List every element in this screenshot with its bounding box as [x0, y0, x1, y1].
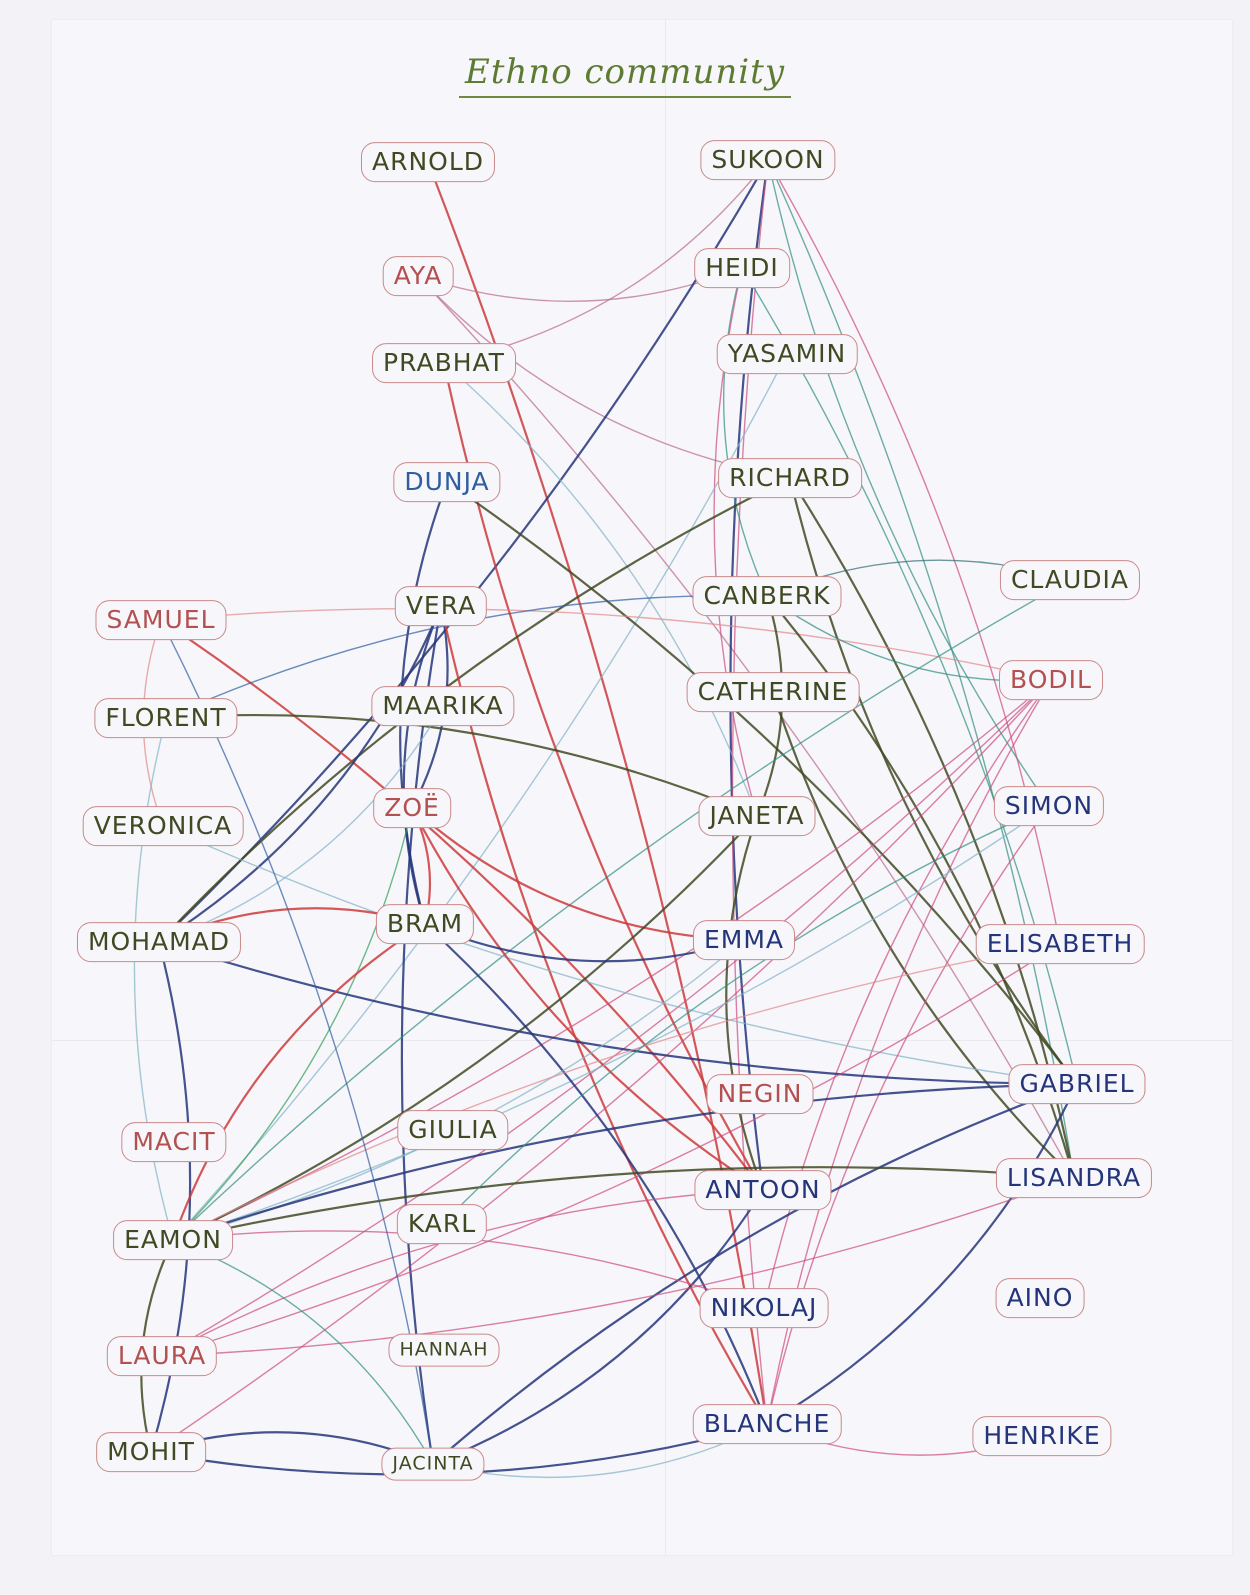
node-antoon: ANTOON: [694, 1170, 832, 1210]
edge-zoe-eamon: [172, 807, 413, 1241]
edge-elisabeth-laura: [161, 943, 1061, 1357]
node-lisandra: LISANDRA: [995, 1158, 1153, 1198]
edge-catherine-lisandra: [771, 690, 1076, 1180]
node-yasamin: YASAMIN: [716, 334, 858, 374]
edge-gabriel-jacinta: [431, 1082, 1079, 1466]
edge-richard-gabriel: [788, 476, 1079, 1086]
edge-gabriel-blanche: [765, 1082, 1079, 1426]
edge-yasamin-eamon: [172, 353, 788, 1241]
edge-bram-blanche: [423, 922, 769, 1426]
node-eamon: EAMON: [113, 1220, 233, 1260]
node-samuel: SAMUEL: [95, 600, 227, 640]
node-mohit: MOHIT: [96, 1432, 206, 1472]
node-catherine: CATHERINE: [686, 672, 860, 712]
node-vera: VERA: [394, 586, 488, 626]
edge-florent-eamon: [133, 717, 174, 1241]
node-bram: BRAM: [375, 904, 475, 944]
edge-sukoon-simon: [767, 159, 1050, 807]
edge-antoon-jacinta: [431, 1188, 765, 1466]
node-richard: RICHARD: [718, 458, 862, 498]
node-karl: KARL: [396, 1204, 488, 1244]
node-dunja: DUNJA: [393, 462, 501, 502]
edge-vera-mohamad: [157, 604, 443, 944]
edge-janeta-eamon: [171, 814, 759, 1242]
node-gabriel: GABRIEL: [1008, 1064, 1146, 1104]
node-elisabeth: ELISABETH: [975, 924, 1145, 964]
node-hannah: HANNAH: [388, 1333, 500, 1367]
edge-bodil-eamon: [172, 679, 1052, 1241]
edge-sukoon-lisandra: [767, 159, 1075, 1179]
edge-gabriel-eamon: [171, 1082, 1079, 1242]
edge-heidi-canberk: [723, 267, 768, 597]
edge-karl-simon: [441, 805, 1050, 1225]
node-claudia: CLAUDIA: [999, 560, 1141, 600]
edge-richard-mohamad: [157, 476, 792, 944]
node-veronica: VERONICA: [82, 806, 244, 846]
edge-bodil-nikolaj: [763, 679, 1052, 1309]
node-bodil: BODIL: [999, 660, 1103, 700]
edge-emma-eamon: [172, 939, 745, 1241]
node-henrike: HENRIKE: [972, 1416, 1112, 1456]
edge-samuel-bodil: [160, 607, 1052, 681]
edge-prabhat-janeta: [443, 362, 758, 817]
node-arnold: ARNOLD: [360, 142, 496, 182]
node-macit: MACIT: [121, 1122, 227, 1162]
node-canberk: CANBERK: [692, 576, 842, 616]
edge-mohamad-gabriel: [157, 940, 1079, 1086]
node-simon: SIMON: [993, 786, 1105, 826]
diagram-title: Ethno community: [0, 52, 1250, 98]
edge-lisandra-laura: [161, 1177, 1075, 1357]
edge-simon-eamon: [172, 805, 1050, 1241]
node-aya: AYA: [382, 256, 454, 296]
edge-bodil-laura: [161, 679, 1052, 1357]
edge-claudia-eamon: [172, 579, 1071, 1241]
node-zoe: ZOË: [373, 788, 451, 828]
node-negin: NEGIN: [706, 1074, 814, 1114]
edge-bodil-mohit: [150, 679, 1052, 1453]
node-janeta: JANETA: [698, 796, 816, 836]
node-mohamad: MOHAMAD: [76, 922, 242, 962]
node-aino: AINO: [995, 1278, 1085, 1318]
node-heidi: HEIDI: [694, 248, 790, 288]
fold-line-vertical: [665, 20, 666, 1555]
edge-dunja-gabriel: [445, 480, 1079, 1086]
node-emma: EMMA: [692, 920, 796, 960]
node-blanche: BLANCHE: [692, 1404, 842, 1444]
edge-veronica-gabriel: [162, 825, 1078, 1085]
edge-bram-eamon: [171, 922, 427, 1242]
edge-florent-janeta: [164, 714, 759, 818]
node-sukoon: SUKOON: [700, 140, 836, 180]
edge-vera-bram: [402, 604, 443, 926]
node-laura: LAURA: [106, 1336, 218, 1376]
edge-samuel-antoon: [159, 618, 765, 1192]
node-florent: FLORENT: [94, 698, 238, 738]
node-prabhat: PRABHAT: [372, 343, 516, 383]
node-nikolaj: NIKOLAJ: [699, 1288, 829, 1328]
edge-simon-blanche: [766, 805, 1050, 1425]
edge-zoe-antoon: [410, 806, 765, 1192]
edge-elisabeth-eamon: [172, 943, 1061, 1241]
node-giulia: GIULIA: [397, 1110, 509, 1150]
node-jacinta: JACINTA: [381, 1447, 485, 1481]
edge-sukoon-mohamad: [157, 158, 770, 944]
title-text: Ethno community: [458, 52, 792, 98]
node-maarika: MAARIKA: [371, 686, 515, 726]
edge-lisandra-eamon: [171, 1166, 1076, 1242]
